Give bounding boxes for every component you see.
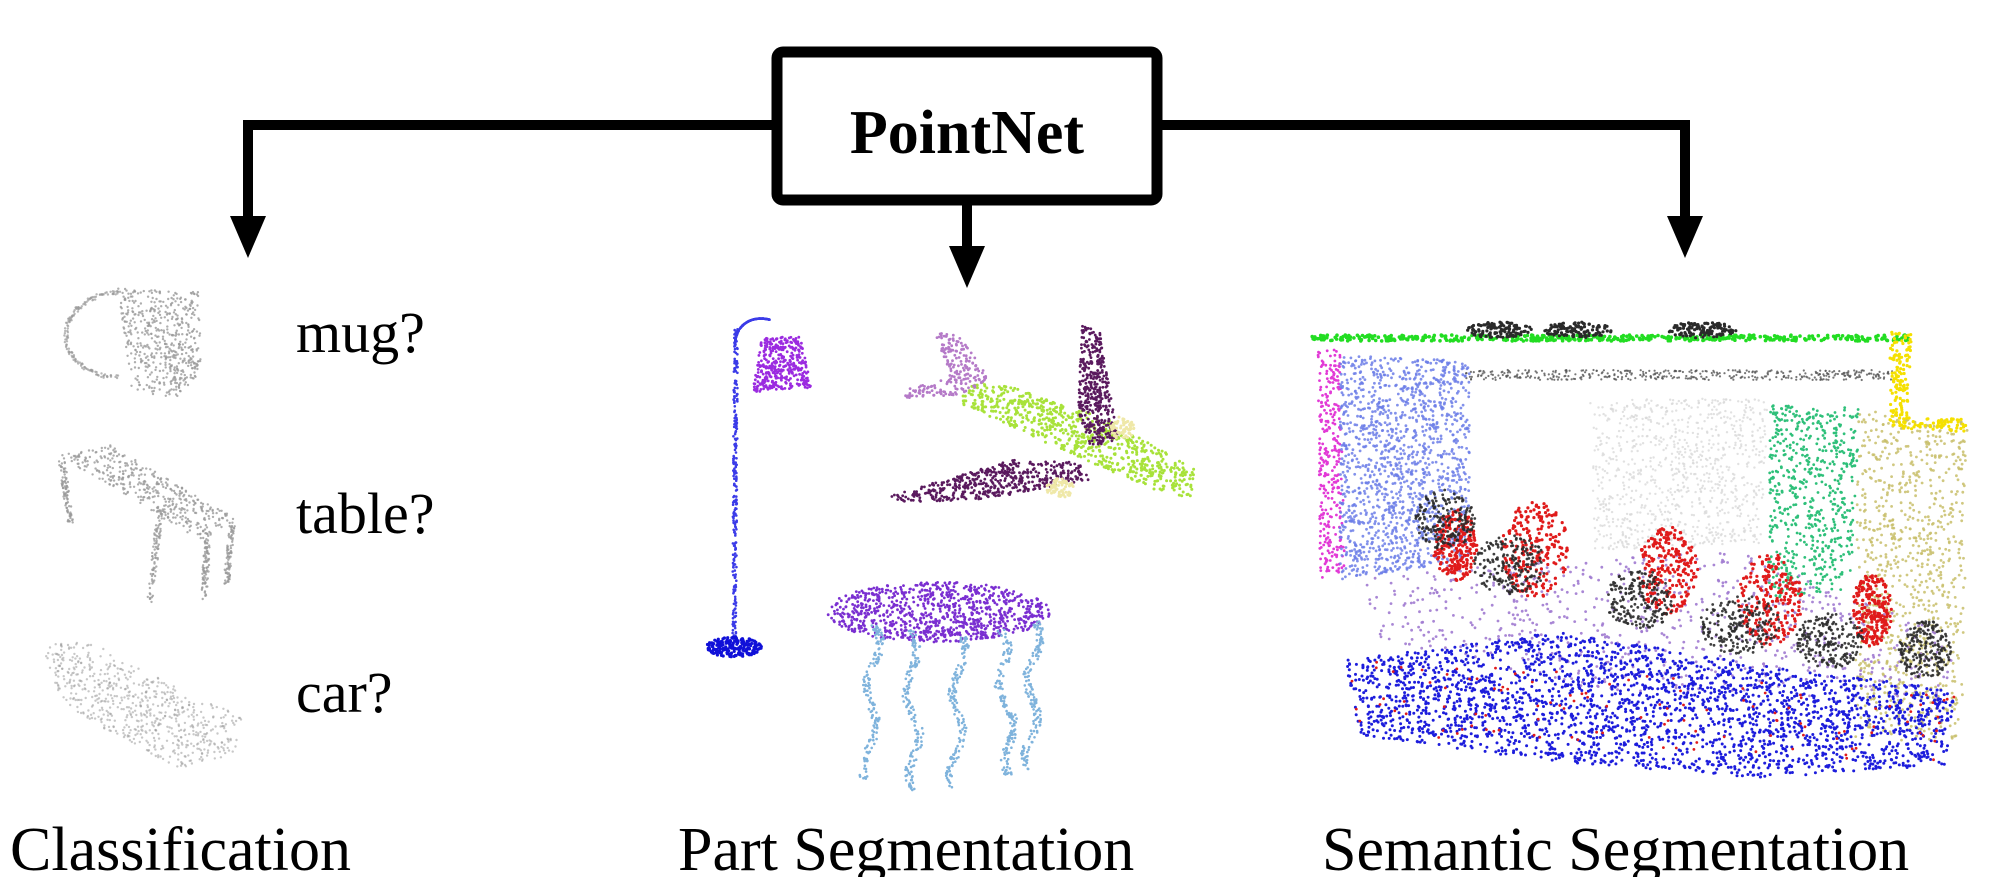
part-segmentation-panel: Part Segmentation xyxy=(678,317,1196,877)
edges xyxy=(243,120,1690,248)
arrowhead-semantic-segmentation xyxy=(1667,216,1703,258)
airplane-point-cloud xyxy=(890,324,1196,503)
pointnet-node: PointNet xyxy=(771,46,1163,206)
car-point-cloud xyxy=(45,641,243,768)
arrowheads xyxy=(230,216,1703,288)
caption-part-segmentation: Part Segmentation xyxy=(678,816,1134,877)
table-point-cloud xyxy=(57,444,236,604)
mug-point-cloud xyxy=(63,287,202,398)
caption-classification: Classification xyxy=(10,816,351,877)
segmented-table-point-cloud xyxy=(826,581,1051,792)
lamp-point-cloud xyxy=(705,317,812,659)
question-car: car? xyxy=(296,660,393,725)
edge-to-classification xyxy=(243,120,777,218)
pointnet-label: PointNet xyxy=(850,99,1085,167)
room-point-cloud xyxy=(1310,320,1969,779)
semantic-segmentation-panel: Semantic Segmentation xyxy=(1310,320,1969,877)
caption-semantic-segmentation: Semantic Segmentation xyxy=(1322,816,1909,877)
question-table: table? xyxy=(296,481,434,546)
edge-to-semantic-segmentation xyxy=(1157,120,1690,218)
arrowhead-classification xyxy=(230,216,266,258)
question-mug: mug? xyxy=(296,300,425,365)
classification-panel: mug? table? car? Classification xyxy=(10,287,434,877)
arrowhead-part-segmentation xyxy=(949,246,985,288)
